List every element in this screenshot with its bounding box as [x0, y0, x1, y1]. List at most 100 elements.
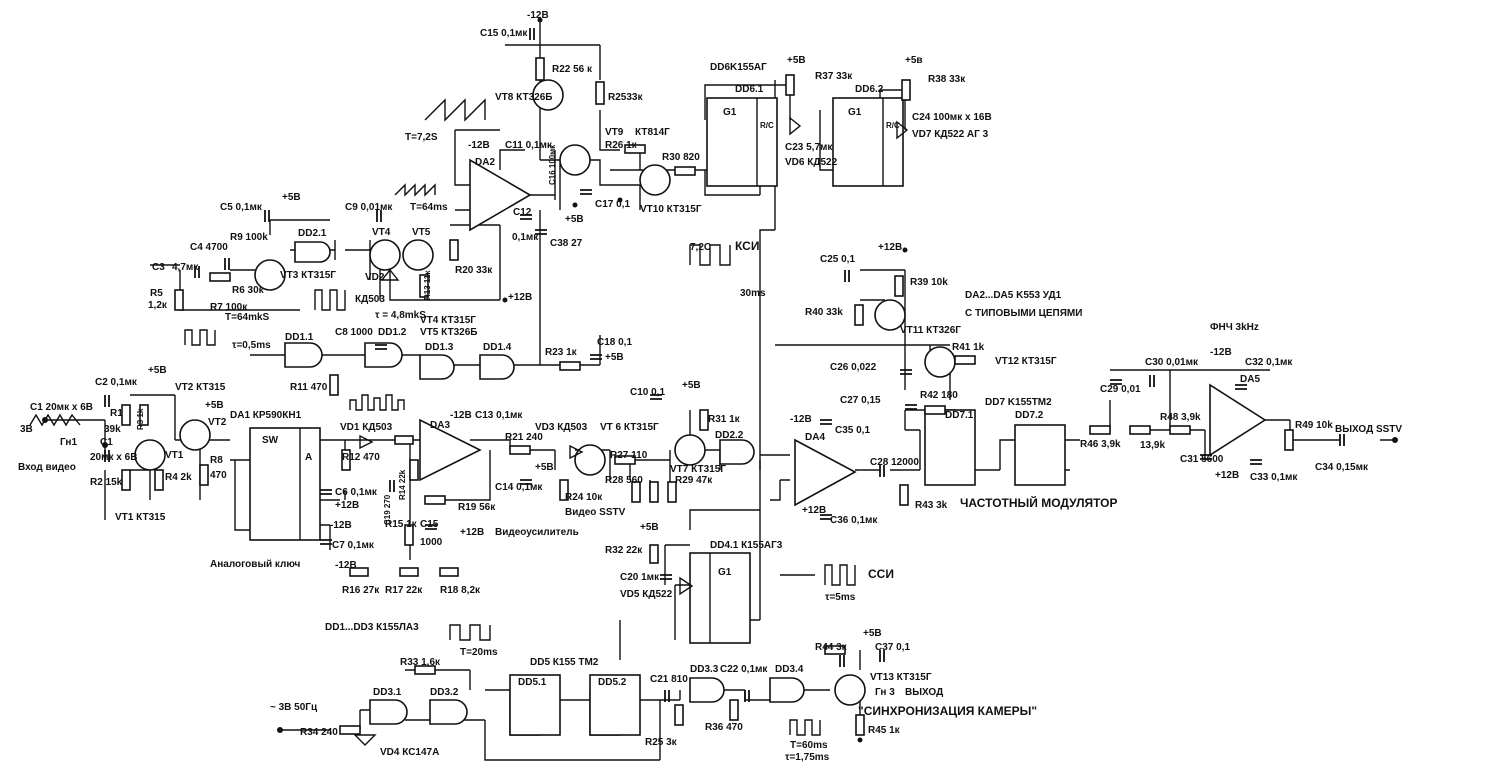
dd3-4-gate: [769, 677, 805, 703]
pulse-64mks: [314, 289, 346, 311]
label-r1: R1: [110, 408, 123, 419]
label-m12-da5: -12В: [1210, 347, 1232, 358]
label-c6: C6 0,1мк: [335, 487, 378, 498]
label-c3v: 4,7мк: [172, 262, 199, 273]
label-r5v: 1,2к: [148, 300, 168, 311]
label-c21: C21 810: [650, 674, 688, 685]
label-c38: C38 27: [550, 238, 583, 249]
label-c32: C32 0,1мк: [1245, 357, 1293, 368]
dd6-2-block: [832, 97, 904, 187]
label-c31: C31 5600: [1180, 454, 1224, 465]
label-r9: R9 100k: [230, 232, 268, 243]
label-c30: C30 0,01мк: [1145, 357, 1199, 368]
label-analog-key: Аналоговый ключ: [210, 559, 301, 570]
label-p12-c33: +12В: [1215, 470, 1239, 481]
vt1-transistor: [134, 439, 166, 471]
dd1-1-gate: [284, 342, 323, 368]
label-p5-dd6b: +5в: [905, 55, 923, 66]
label-vd6: VD6 КД522: [785, 157, 838, 168]
label-p12-da1: +12В: [335, 500, 359, 511]
label-t64: T=64ms: [410, 202, 448, 213]
label-c13: C13 0,1мк: [475, 410, 523, 421]
da4-opamp: [794, 438, 857, 507]
label-dd31: DD3.1: [373, 687, 402, 698]
dd1-3-gate: [419, 354, 455, 380]
label-vt8: VT8 КТ326Б: [495, 92, 552, 103]
label-dd22: DD2.2: [715, 430, 744, 441]
label-r5: R5: [150, 288, 163, 299]
label-c8: C8 1000: [335, 327, 373, 338]
label-c10: C10 0,1: [630, 387, 665, 398]
label-c25: C25 0,1: [820, 254, 855, 265]
label-r23: R23 1к: [545, 347, 578, 358]
vt13-transistor: [834, 674, 866, 706]
label-p5-c5: +5В: [282, 192, 301, 203]
label-c1b: C1: [100, 437, 113, 448]
label-da1a: A: [305, 452, 312, 463]
label-dd52: DD5.2: [598, 677, 627, 688]
label-c28: C28 12000: [870, 457, 919, 468]
label-dd11: DD1.1: [285, 332, 314, 343]
label-r37: R37 33к: [815, 71, 853, 82]
label-vyhod: ВЫХОД: [905, 687, 943, 698]
label-r46: R46 3,9k: [1080, 439, 1121, 450]
video-signal: [349, 394, 405, 411]
label-g1b: G1: [848, 107, 862, 118]
vt4-transistor: [369, 239, 401, 271]
label-vd7: VD7 КД522 АГ 3: [912, 129, 989, 140]
label-ac3v: ~ 3В 50Гц: [270, 702, 318, 713]
label-c15bv: 1000: [420, 537, 443, 548]
input-wave: [29, 413, 81, 427]
label-r3: R3 1k: [136, 408, 145, 430]
label-vd2: VD2: [365, 272, 385, 283]
label-da-note2: С ТИПОВЫМИ ЦЕПЯМИ: [965, 308, 1082, 319]
label-dd62: DD6.2: [855, 84, 884, 95]
label-rc2: R/C: [886, 121, 900, 130]
label-gn3: Гн 3: [875, 687, 895, 698]
label-vyhod-sstv: ВЫХОД SSTV: [1335, 424, 1402, 435]
dd1-2-gate: [364, 342, 403, 368]
dd2-2-gate: [719, 439, 755, 465]
label-p5-vt2: +5В: [205, 400, 224, 411]
label-dd14: DD1.4: [483, 342, 512, 353]
label-c19: C19 270: [383, 494, 392, 525]
label-vt45a: VT4 КТ315Г: [420, 315, 476, 326]
label-vd5: VD5 КД522: [620, 589, 673, 600]
label-ksi: КСИ: [735, 239, 759, 253]
label-video-sstv: Видео SSTV: [565, 507, 626, 518]
label-vt9: VT9: [605, 127, 624, 138]
label-r38: R38 33к: [928, 74, 966, 85]
label-ms30: 30ms: [740, 288, 766, 299]
dd6-1-block: [706, 97, 778, 187]
sawtooth-7s: [424, 98, 486, 122]
label-r42: R42 180: [920, 390, 958, 401]
label-c12: C12: [513, 207, 532, 218]
label-dd51: DD5.1: [518, 677, 547, 688]
label-r16: R16 27к: [342, 585, 380, 596]
label-tau5: τ=5ms: [825, 592, 856, 603]
label-c14: C14 0,1мк: [495, 482, 543, 493]
vt10-transistor: [639, 164, 671, 196]
label-r45: R45 1к: [868, 725, 901, 736]
dd7-2-block: [1014, 424, 1066, 486]
label-r27: R27 110: [610, 450, 648, 461]
label-r36: R36 470: [705, 722, 743, 733]
label-c36: C36 0,1мк: [830, 515, 878, 526]
label-da3: DA3: [430, 420, 450, 431]
label-r1v: 39k: [104, 424, 121, 435]
label-r26: R26 1к: [605, 140, 638, 151]
label-r41: R41 1k: [952, 342, 985, 353]
label-r13: R13 11к: [423, 270, 432, 300]
vt7-transistor: [674, 434, 706, 466]
label-dd5: DD5 К155 ТМ2: [530, 657, 599, 668]
label-vt2: VT2 КТ315: [175, 382, 226, 393]
label-c9: C9 0,01мк: [345, 202, 393, 213]
label-c1bv: 20мк х 6В: [90, 452, 137, 463]
label-c11: C11 0,1мк: [505, 140, 553, 151]
label-vt4: VT4: [372, 227, 391, 238]
dd5-1-block: [509, 674, 561, 736]
label-dd34: DD3.4: [775, 664, 804, 675]
label-r12: R12 470: [342, 452, 380, 463]
label-rc1: R/C: [760, 121, 774, 130]
label-p5-vt9: +5В: [565, 214, 584, 225]
